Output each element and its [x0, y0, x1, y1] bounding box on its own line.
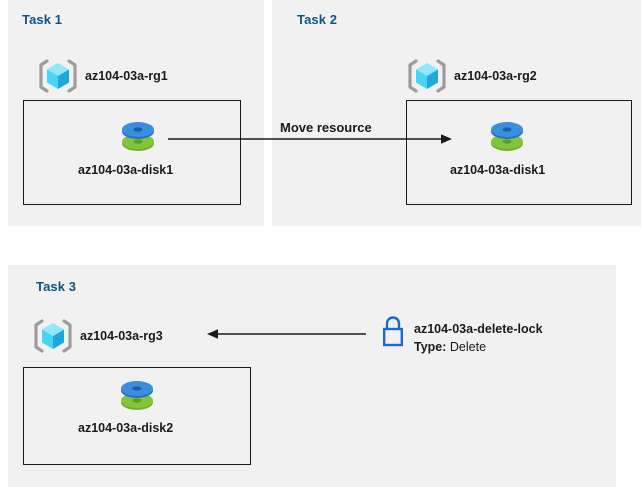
resource-group-cube-icon: [406, 55, 448, 97]
task-1-panel: [8, 0, 264, 226]
task-1-resource-box: [23, 100, 241, 205]
managed-disk-icon: [117, 116, 159, 158]
resource-group-cube-icon: [37, 55, 79, 97]
task-2-resource-label: az104-03a-disk1: [450, 163, 546, 177]
delete-lock-type: Type: Delete: [414, 340, 486, 354]
task-2-resource-group-label: az104-03a-rg2: [454, 69, 537, 83]
delete-lock-type-value: Delete: [449, 340, 487, 354]
task-1-title: Task 1: [22, 12, 63, 27]
delete-lock-label: az104-03a-delete-lock: [414, 322, 543, 336]
task-3-resource-label: az104-03a-disk2: [78, 421, 174, 435]
padlock-icon: [378, 314, 408, 350]
task-2-title: Task 2: [297, 12, 338, 27]
task-3-panel: [8, 265, 616, 487]
managed-disk-icon: [116, 375, 158, 417]
move-resource-arrow: [168, 134, 452, 144]
lock-applies-to-arrow: [207, 329, 366, 339]
task-3-resource-box: [23, 367, 251, 465]
move-resource-label: Move resource: [280, 120, 372, 135]
task-3-resource-group-label: az104-03a-rg3: [80, 329, 163, 343]
managed-disk-icon: [486, 116, 528, 158]
task-3-title: Task 3: [36, 279, 77, 294]
resource-group-cube-icon: [32, 315, 74, 357]
delete-lock-type-key: Type:: [414, 340, 447, 354]
task-1-resource-group-label: az104-03a-rg1: [85, 69, 168, 83]
task-2-panel: [272, 0, 641, 226]
task-1-resource-label: az104-03a-disk1: [78, 163, 174, 177]
task-2-resource-box: [406, 100, 632, 205]
